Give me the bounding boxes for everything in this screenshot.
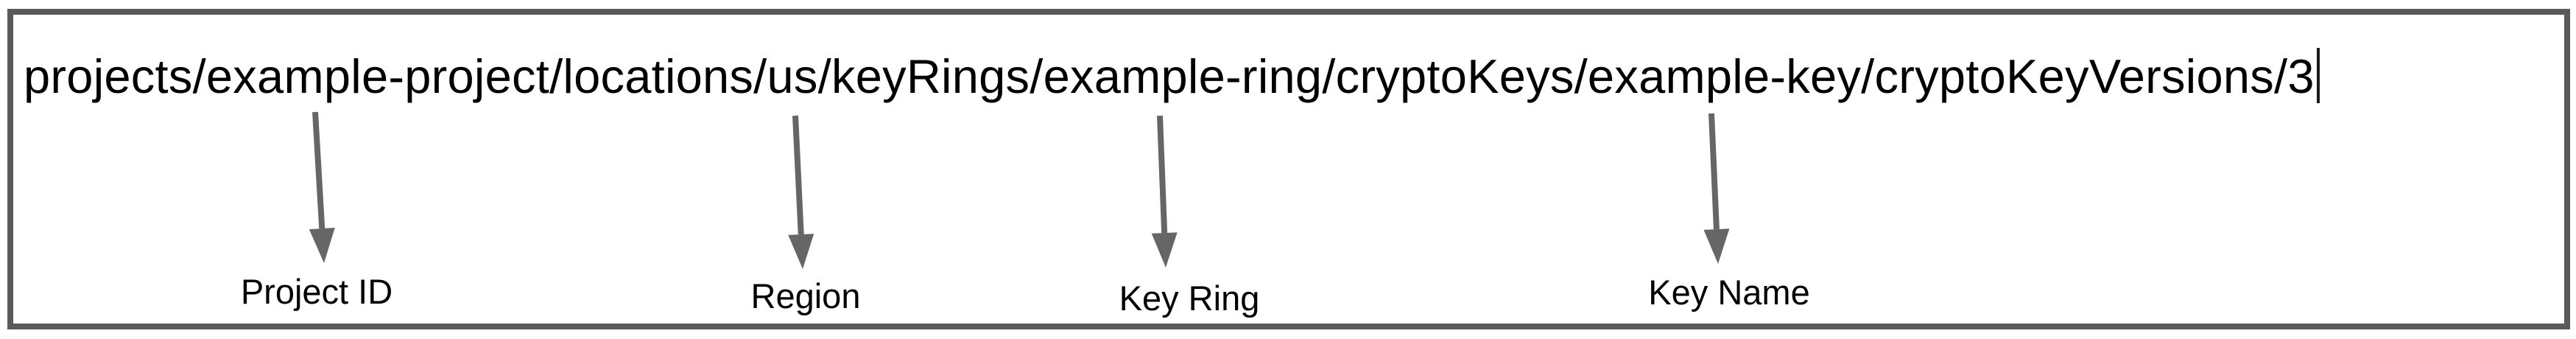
- text-caret: [2316, 48, 2320, 103]
- resource-path-line: projects/example-project/locations/us/ke…: [24, 48, 2320, 103]
- annotation-label-region: Region: [750, 276, 861, 315]
- annotation-label-key-ring: Key Ring: [1119, 279, 1260, 318]
- annotation-label-key-name: Key Name: [1648, 273, 1810, 312]
- resource-path-text: projects/example-project/locations/us/ke…: [24, 49, 2315, 103]
- resource-path-box: [7, 9, 2570, 329]
- annotation-label-project-id: Project ID: [240, 272, 393, 311]
